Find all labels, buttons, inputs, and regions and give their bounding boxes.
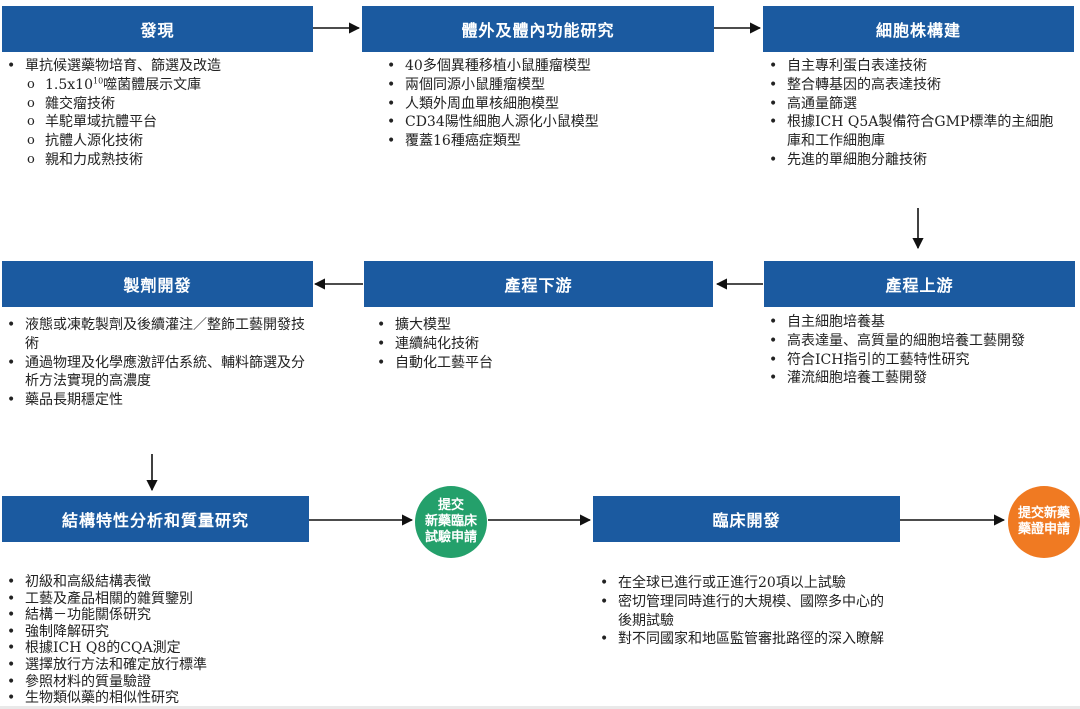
stage-box-in-vitro-vivo: 體外及體內功能研究 <box>362 6 714 52</box>
stage-box-downstream: 產程下游 <box>364 261 713 307</box>
stage-box-formulation: 製劑開發 <box>2 261 313 307</box>
milestone-label-ind: 提交 新藥臨床 試驗申請 <box>424 498 477 545</box>
list-item: 整合轉基因的高表達技術 <box>767 76 1067 95</box>
list-in-vitro-vivo: 40多個異種移植小鼠腫瘤模型 兩個同源小鼠腫瘤模型 人類外周血單核細胞模型 CD… <box>385 57 705 151</box>
list-item: 自主專利蛋白表達技術 <box>767 57 1067 76</box>
list-item: 初級和高級結構表徵 <box>5 574 310 591</box>
list-item: 工藝及產品相關的雜質鑒別 <box>5 591 310 608</box>
stage-box-clinical: 臨床開發 <box>593 496 900 542</box>
stage-box-cell-line: 細胞株構建 <box>763 6 1074 52</box>
stage-box-characterization: 結構特性分析和質量研究 <box>2 496 309 542</box>
stage-title-formulation: 製劑開發 <box>123 276 192 295</box>
sublist-item: 親和力成熟技術 <box>25 151 305 170</box>
list-item: 根據ICH Q8的CQA測定 <box>5 640 310 657</box>
list-item: 藥品長期穩定性 <box>5 391 310 410</box>
list-item: CD34陽性細胞人源化小鼠模型 <box>385 113 705 132</box>
list-item: 強制降解研究 <box>5 624 310 641</box>
list-item: 參照材料的質量驗證 <box>5 674 310 691</box>
list-item: 高表達量、高質量的細胞培養工藝開發 <box>767 332 1072 351</box>
list-item: 結構－功能關係研究 <box>5 607 310 624</box>
list-item: 高通量篩選 <box>767 95 1067 114</box>
stage-title-downstream: 產程下游 <box>504 276 573 295</box>
stage-title-upstream: 產程上游 <box>885 276 954 295</box>
list-item: 選擇放行方法和確定放行標準 <box>5 657 310 674</box>
milestone-circle-ind: 提交 新藥臨床 試驗申請 <box>415 486 487 558</box>
list-discovery: 單抗候選藥物培育、篩選及改造 1.5x1010噬菌體展示文庫 雜交瘤技術 羊駝單… <box>5 57 305 170</box>
bottom-divider <box>0 706 1080 709</box>
milestone-circle-bla: 提交新藥 藥證申請 <box>1008 486 1080 558</box>
list-item: 兩個同源小鼠腫瘤模型 <box>385 76 705 95</box>
list-formulation: 液態或凍乾製劑及後續灌注／整飾工藝開發技術 通過物理及化學應激評估系統、輔料篩選… <box>5 316 310 410</box>
list-item: 通過物理及化學應激評估系統、輔料篩選及分析方法實現的高濃度 <box>5 354 310 392</box>
list-item: 對不同國家和地區監管審批路徑的深入瞭解 <box>598 630 896 649</box>
list-item: 根據ICH Q5A製備符合GMP標準的主細胞庫和工作細胞庫 <box>767 113 1067 151</box>
sublist-item: 雜交瘤技術 <box>25 95 305 114</box>
stage-title-characterization: 結構特性分析和質量研究 <box>61 511 249 530</box>
list-item: 自主細胞培養基 <box>767 313 1072 332</box>
sublist-item: 抗體人源化技術 <box>25 132 305 151</box>
list-characterization: 初級和高級結構表徵 工藝及產品相關的雜質鑒別 結構－功能關係研究 強制降解研究 … <box>5 574 310 707</box>
list-item: 符合ICH指引的工藝特性研究 <box>767 351 1072 370</box>
sublist-item: 羊駝單域抗體平台 <box>25 113 305 132</box>
list-item: 先進的單細胞分離技術 <box>767 151 1067 170</box>
list-item: 液態或凍乾製劑及後續灌注／整飾工藝開發技術 <box>5 316 310 354</box>
stage-title-in-vitro-vivo: 體外及體內功能研究 <box>461 21 615 40</box>
list-downstream: 擴大模型 連續純化技術 自動化工藝平台 <box>375 316 695 372</box>
stage-title-clinical: 臨床開發 <box>712 511 781 530</box>
stage-title-discovery: 發現 <box>140 21 175 40</box>
milestone-label-bla: 提交新藥 藥證申請 <box>1017 506 1070 537</box>
list-item: 單抗候選藥物培育、篩選及改造 1.5x1010噬菌體展示文庫 雜交瘤技術 羊駝單… <box>5 57 305 170</box>
sublist-discovery: 1.5x1010噬菌體展示文庫 雜交瘤技術 羊駝單域抗體平台 抗體人源化技術 親… <box>25 76 305 170</box>
stage-box-upstream: 產程上游 <box>764 261 1075 307</box>
list-item: 覆蓋16種癌症類型 <box>385 132 705 151</box>
stage-box-discovery: 發現 <box>2 6 313 52</box>
list-item: 灌流細胞培養工藝開發 <box>767 369 1072 388</box>
list-item: 人類外周血單核細胞模型 <box>385 95 705 114</box>
list-item: 在全球已進行或正進行20項以上試驗 <box>598 574 896 593</box>
list-item: 生物類似藥的相似性研究 <box>5 690 310 707</box>
sublist-item: 1.5x1010噬菌體展示文庫 <box>25 76 305 95</box>
list-item: 40多個異種移植小鼠腫瘤模型 <box>385 57 705 76</box>
list-item: 擴大模型 <box>375 316 695 335</box>
list-item: 自動化工藝平台 <box>375 354 695 373</box>
list-clinical: 在全球已進行或正進行20項以上試驗 密切管理同時進行的大規模、國際多中心的後期試… <box>598 574 896 649</box>
stage-title-cell-line: 細胞株構建 <box>875 21 961 40</box>
list-cell-line: 自主專利蛋白表達技術 整合轉基因的高表達技術 高通量篩選 根據ICH Q5A製備… <box>767 57 1067 170</box>
list-item: 連續純化技術 <box>375 335 695 354</box>
list-item: 密切管理同時進行的大規模、國際多中心的後期試驗 <box>598 593 896 631</box>
list-upstream: 自主細胞培養基 高表達量、高質量的細胞培養工藝開發 符合ICH指引的工藝特性研究… <box>767 313 1072 388</box>
